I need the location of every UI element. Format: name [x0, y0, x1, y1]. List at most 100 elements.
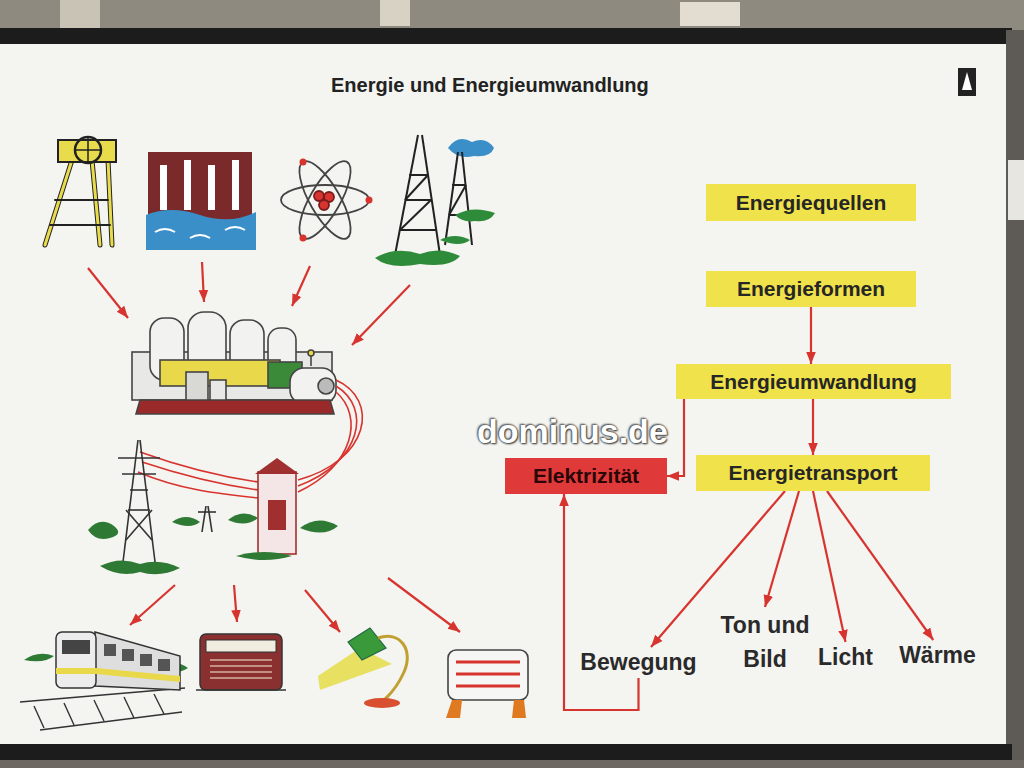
source-arrows-part [352, 285, 410, 345]
background-part [0, 28, 1012, 46]
train-part [95, 632, 180, 690]
oil-rigs-part-part [405, 199, 431, 201]
oil-rigs-part-part [422, 135, 440, 255]
background-part [0, 760, 1024, 768]
power-plant-part [310, 356, 312, 366]
lamp [318, 628, 407, 708]
mine-headframe-part [50, 224, 110, 226]
node-text: Energieformen [737, 277, 885, 301]
heater-part [512, 700, 526, 718]
lamp-part [348, 628, 386, 660]
background-part [0, 744, 1012, 760]
yellow-box: Energieformen [706, 271, 916, 307]
oil-rigs-part-part [409, 174, 428, 176]
pylon-part [122, 440, 138, 570]
pylon-part [202, 506, 206, 532]
train-part-part [104, 644, 116, 656]
power-lines-part [298, 386, 357, 486]
flow-arrow [765, 491, 799, 607]
train-part [56, 632, 96, 688]
consumer-arrows-part [234, 585, 237, 622]
heater-part [446, 700, 462, 718]
power-lines-part [298, 392, 351, 492]
heater-part-part [456, 685, 520, 688]
grass-part [100, 560, 180, 574]
flow-arrow [813, 491, 846, 642]
train-part-part [140, 654, 152, 666]
output-label: Bewegung [576, 647, 701, 678]
lamp-part [364, 698, 400, 708]
transformer-house-part [268, 500, 286, 530]
source-arrows-part [202, 262, 204, 302]
radio-part [210, 660, 272, 678]
oil-rigs-part-part [462, 152, 472, 245]
oil-rigs [375, 135, 495, 266]
chart-title: Energie und Energieumwandlung [331, 74, 649, 97]
power-lines-part [142, 462, 258, 490]
oil-rigs-part [455, 209, 495, 221]
atom-symbol-part [290, 154, 360, 245]
power-plant-part [308, 350, 314, 356]
watermark: dominus.de [477, 412, 668, 451]
output-label: Licht [814, 642, 877, 673]
train-part [56, 668, 96, 674]
hydro-dam-part [208, 165, 215, 210]
red-box: Elektrizität [505, 458, 667, 494]
flow-arrow [564, 494, 639, 710]
train [20, 632, 188, 730]
yellow-box: Energietransport [696, 455, 930, 491]
grass-part [300, 520, 338, 532]
train-part-part [122, 649, 134, 661]
train-part-part [154, 694, 164, 714]
pylon-part [198, 511, 216, 513]
grass-part [228, 513, 258, 523]
transformer-house-part [258, 472, 296, 554]
background-part [0, 44, 1006, 748]
source-arrows-part [88, 268, 128, 318]
grass-part [88, 522, 118, 539]
train-part-part [158, 659, 170, 671]
atom-symbol-part [281, 185, 369, 215]
atom-symbol-part [366, 197, 373, 204]
heater-part [448, 650, 528, 700]
oil-rigs-part-part [452, 184, 466, 186]
power-lines-part [138, 472, 258, 498]
node-text: Ton und Bild [711, 609, 819, 676]
source-arrows-part [292, 266, 310, 306]
background-part [380, 0, 410, 26]
heater [446, 650, 528, 718]
hydro-dam-part [184, 160, 191, 210]
oil-rigs-part-part [395, 135, 418, 255]
consumer-arrows-part [305, 590, 340, 632]
grass-part [172, 517, 200, 526]
hydro-dam-part [155, 227, 245, 238]
train-part-part [34, 706, 44, 728]
mine-headframe-part [55, 199, 108, 201]
train-part-part [40, 712, 182, 730]
pylon-part [140, 440, 156, 570]
mine-headframe-part [108, 160, 112, 245]
train-part-part [94, 700, 104, 721]
oil-rigs-part-part [449, 185, 466, 215]
flow-arrow [827, 491, 933, 640]
background-part [680, 2, 740, 26]
publisher-logo [958, 68, 976, 96]
consumer-arrows [130, 578, 460, 632]
oil-rigs-part-part [445, 152, 458, 245]
train-part [24, 654, 54, 662]
oil-rigs-part-part [400, 200, 431, 230]
mine-headframe [45, 137, 116, 245]
background-part [1008, 160, 1024, 220]
lamp-part [378, 636, 407, 700]
background-part [60, 0, 100, 28]
radio-part [196, 689, 286, 691]
consumer-arrows-part [388, 578, 460, 632]
train-part [104, 644, 170, 671]
radio-part [200, 634, 282, 690]
mine-headframe-part [92, 160, 100, 245]
train-part [20, 688, 185, 730]
node-text: Energiequellen [736, 191, 887, 215]
train-part-part [20, 688, 185, 702]
background-part [0, 0, 1024, 30]
